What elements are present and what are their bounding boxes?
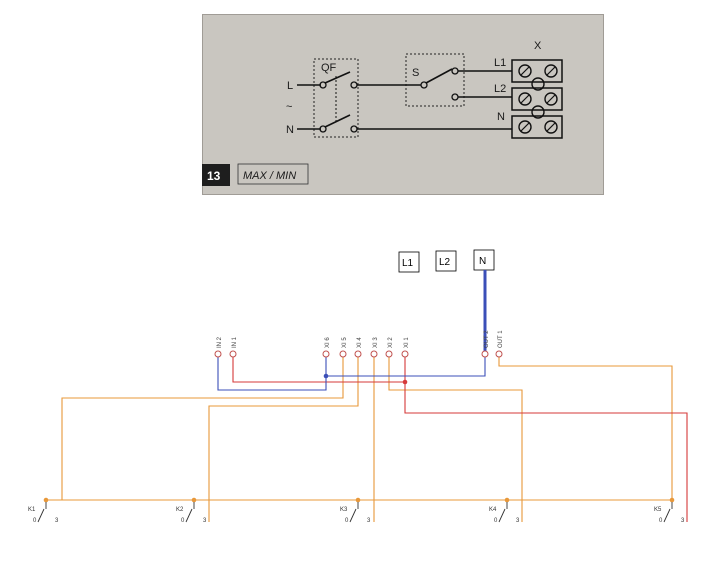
wiring-diagram-photo: QF S L ~ N X L1 L2 N 13 MAX / MIN — [202, 14, 604, 195]
terminal-box-l2 — [435, 250, 457, 272]
switch-k3: K3 0 3 — [340, 497, 371, 524]
pin-label: XI 3 — [373, 337, 379, 348]
switch-right-terminal: 3 — [516, 518, 520, 524]
orange-wires — [46, 355, 673, 522]
pin-label: XI 6 — [325, 337, 331, 348]
tilde-label: ~ — [286, 101, 292, 113]
switch-k1: K1 0 3 — [28, 497, 59, 524]
terminal-block — [511, 59, 563, 139]
switch-name: K2 — [176, 507, 184, 513]
switch-name: K1 — [28, 507, 36, 513]
blue-wires — [217, 270, 487, 391]
connector-pin-xi4: XI 4 — [354, 337, 363, 358]
connector-pin-xi1: XI 1 — [401, 337, 410, 358]
terminal-box-l1-label: L1 — [402, 258, 414, 269]
pin-label: IN 1 — [232, 336, 238, 348]
pin-label: XI 4 — [357, 337, 363, 348]
switch-left-terminal: 0 — [494, 518, 498, 524]
connector-pin-in2: IN 2 — [214, 336, 223, 358]
switch-name: K3 — [340, 507, 348, 513]
switch-k2: K2 0 3 — [176, 497, 207, 524]
switch-left-terminal: 0 — [33, 518, 37, 524]
blue-junction — [323, 373, 329, 379]
pin-label: OUT 2 — [484, 330, 490, 348]
switch-left-terminal: 0 — [345, 518, 349, 524]
connector-pin-xi3: XI 3 — [370, 337, 379, 358]
terminal-box-n-label: N — [479, 256, 486, 267]
switch-k4: K4 0 3 — [489, 497, 520, 524]
qf-label: QF — [321, 62, 337, 74]
pin-label: IN 2 — [217, 336, 223, 348]
connector-pin-xi5: XI 5 — [339, 337, 348, 358]
x-label: X — [534, 40, 542, 52]
red-wires — [232, 355, 688, 522]
switch-left-terminal: 0 — [181, 518, 185, 524]
switch-right-terminal: 3 — [55, 518, 59, 524]
pin-label: XI 1 — [404, 337, 410, 348]
pin-label: XI 5 — [342, 337, 348, 348]
switch-k5: K5 0 3 — [654, 497, 685, 524]
switch-left-terminal: 0 — [659, 518, 663, 524]
n-output-label: N — [497, 111, 505, 123]
connector-pin-in1: IN 1 — [229, 336, 238, 358]
figure-number: 13 — [207, 169, 221, 183]
terminal-box-l2-label: L2 — [439, 257, 451, 268]
connector-pin-out2: OUT 2 — [481, 330, 490, 358]
switch-name: K4 — [489, 507, 497, 513]
pin-label: XI 2 — [388, 337, 394, 348]
connector-pin-xi2: XI 2 — [385, 337, 394, 358]
s-label: S — [412, 67, 419, 79]
l2-output-label: L2 — [494, 83, 506, 95]
n-input-label: N — [286, 124, 294, 136]
l1-output-label: L1 — [494, 57, 506, 69]
pin-label: OUT 1 — [498, 330, 504, 348]
s-switch-box — [405, 53, 465, 107]
switch-right-terminal: 3 — [681, 518, 685, 524]
switch-right-terminal: 3 — [203, 518, 207, 524]
figure-caption: MAX / MIN — [243, 170, 296, 182]
connector-pin-out1: OUT 1 — [495, 330, 504, 358]
qf-breaker-box — [313, 58, 359, 138]
connector-pin-xi6: XI 6 — [322, 337, 331, 358]
terminal-box-l1 — [398, 251, 420, 273]
red-junction — [402, 379, 408, 385]
switch-right-terminal: 3 — [367, 518, 371, 524]
switch-name: K5 — [654, 507, 662, 513]
l-input-label: L — [287, 80, 293, 92]
